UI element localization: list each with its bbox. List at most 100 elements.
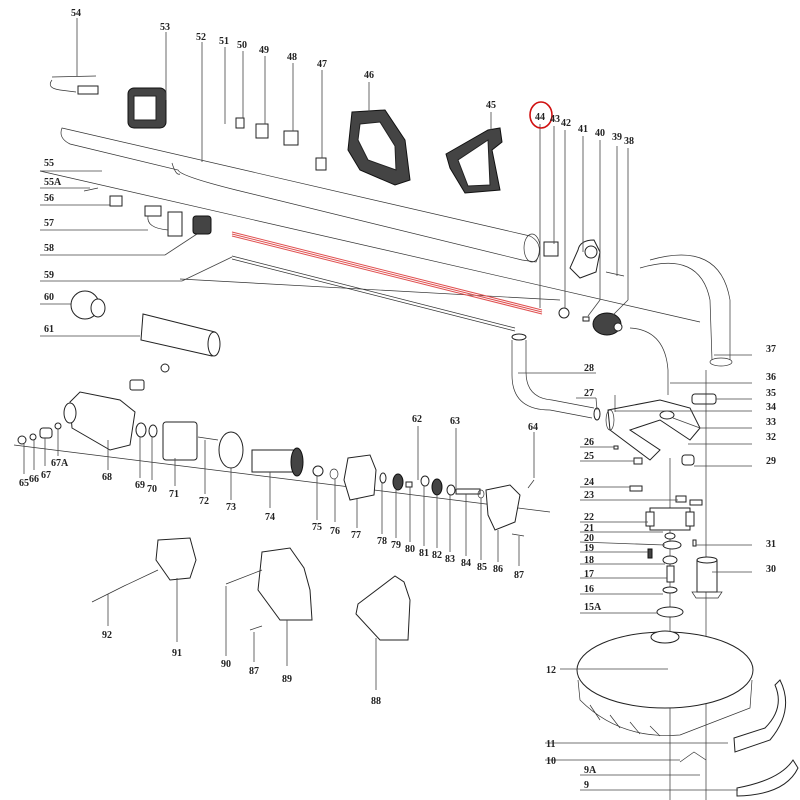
bracket-88[interactable] (355, 575, 411, 641)
tube-61[interactable] (140, 313, 221, 357)
label-77: 77 (351, 530, 361, 541)
handle-bracket-45[interactable] (445, 127, 503, 194)
washer-18[interactable] (662, 555, 678, 565)
switch-part-49[interactable] (255, 123, 269, 139)
switch-part-50[interactable] (235, 117, 245, 129)
label-16: 16 (584, 584, 594, 595)
connector-55A[interactable] (83, 187, 99, 192)
screw-23b[interactable] (689, 499, 703, 506)
label-72: 72 (199, 496, 209, 507)
screw-23[interactable] (675, 495, 687, 503)
label-10: 10 (546, 756, 556, 767)
brush-holder-73[interactable] (218, 431, 244, 469)
label-42: 42 (561, 118, 571, 129)
cover-91[interactable] (155, 537, 197, 581)
label-91: 91 (172, 648, 182, 659)
ring-76[interactable] (329, 468, 339, 480)
screw-25[interactable] (633, 457, 643, 465)
label-59: 59 (44, 270, 54, 281)
label-34: 34 (766, 402, 776, 413)
label-33: 33 (766, 417, 776, 428)
gear-82[interactable] (431, 478, 443, 496)
label-67A: 67A (51, 458, 69, 469)
part-40[interactable] (582, 316, 590, 322)
washer-16[interactable] (662, 586, 678, 594)
label-18: 18 (584, 555, 594, 566)
label-21: 21 (584, 523, 594, 534)
label-group-motor (23, 426, 535, 566)
screw-87b[interactable] (249, 625, 263, 631)
drive-shaft-highlighted[interactable] (231, 231, 543, 315)
connecting-tube-28[interactable] (511, 340, 595, 419)
screw-24[interactable] (629, 485, 643, 492)
gear-case-77[interactable] (343, 454, 377, 501)
spring-19[interactable] (647, 548, 653, 559)
motor-top-fitting[interactable] (129, 363, 170, 391)
label-50: 50 (237, 40, 247, 51)
bellows-38[interactable] (592, 312, 623, 336)
stator-71[interactable] (162, 421, 198, 461)
forked-arm-32[interactable] (605, 399, 701, 461)
switch-part-48[interactable] (283, 130, 299, 146)
armature-74[interactable] (251, 447, 304, 477)
sleeve-60[interactable] (70, 290, 106, 320)
washer-66[interactable] (29, 433, 37, 441)
ring-67A[interactable] (54, 422, 62, 430)
bearing-67[interactable] (39, 427, 53, 439)
screw-39[interactable] (605, 271, 625, 277)
sleeve-30[interactable] (691, 556, 723, 599)
part-42[interactable] (558, 307, 570, 319)
bearing-69[interactable] (135, 422, 147, 438)
cover-89[interactable] (257, 547, 313, 621)
gear-housing-22[interactable] (645, 507, 695, 531)
guard-12[interactable] (576, 630, 754, 737)
part-43[interactable] (543, 241, 559, 257)
washer-21[interactable] (664, 532, 676, 540)
label-48: 48 (287, 52, 297, 63)
bolt-64[interactable] (527, 479, 535, 489)
bearing-75[interactable] (312, 465, 324, 477)
washer-78[interactable] (379, 472, 387, 484)
screw-87[interactable] (511, 533, 525, 537)
pin-31[interactable] (692, 539, 697, 547)
screw-72[interactable] (197, 436, 219, 441)
washer-83[interactable] (446, 484, 456, 496)
handle-housing-46[interactable] (347, 109, 411, 186)
coupler-58[interactable] (192, 215, 212, 235)
clip-47[interactable] (315, 157, 327, 171)
gear-cover-86[interactable] (485, 484, 521, 531)
shaft-84[interactable] (455, 488, 481, 495)
circlip-20[interactable] (662, 540, 682, 550)
switch-assembly-57[interactable] (144, 205, 183, 237)
handle-housing-left[interactable] (127, 87, 167, 129)
trimmer-line-9[interactable] (736, 759, 799, 797)
power-cord[interactable] (49, 75, 99, 95)
inner-rod[interactable] (231, 255, 516, 332)
label-45: 45 (486, 100, 496, 111)
sleeve-29[interactable] (681, 454, 695, 466)
blade-10[interactable] (679, 751, 707, 763)
pin-80[interactable] (405, 481, 413, 488)
label-9: 9 (584, 780, 589, 791)
handle-clamp-41[interactable] (569, 239, 601, 279)
label-81: 81 (419, 548, 429, 559)
guard-extension-11[interactable] (733, 679, 787, 753)
gear-79[interactable] (392, 473, 404, 491)
cap-65[interactable] (17, 435, 27, 445)
oring-33[interactable] (659, 410, 675, 420)
flexible-hose-36[interactable] (629, 327, 669, 395)
screw-90[interactable] (225, 569, 263, 585)
clamp-35[interactable] (691, 393, 717, 405)
screw-26[interactable] (613, 445, 619, 450)
motor-housing-68[interactable] (63, 391, 136, 451)
label-43: 43 (550, 114, 560, 125)
block-56[interactable] (109, 195, 123, 207)
label-36: 36 (766, 372, 776, 383)
washer-81[interactable] (420, 475, 430, 487)
bent-tube-37[interactable] (639, 254, 731, 361)
label-57: 57 (44, 218, 54, 229)
circlip-15A[interactable] (656, 606, 684, 618)
bearing-70[interactable] (148, 424, 158, 438)
shaft-17[interactable] (666, 565, 675, 583)
label-35: 35 (766, 388, 776, 399)
